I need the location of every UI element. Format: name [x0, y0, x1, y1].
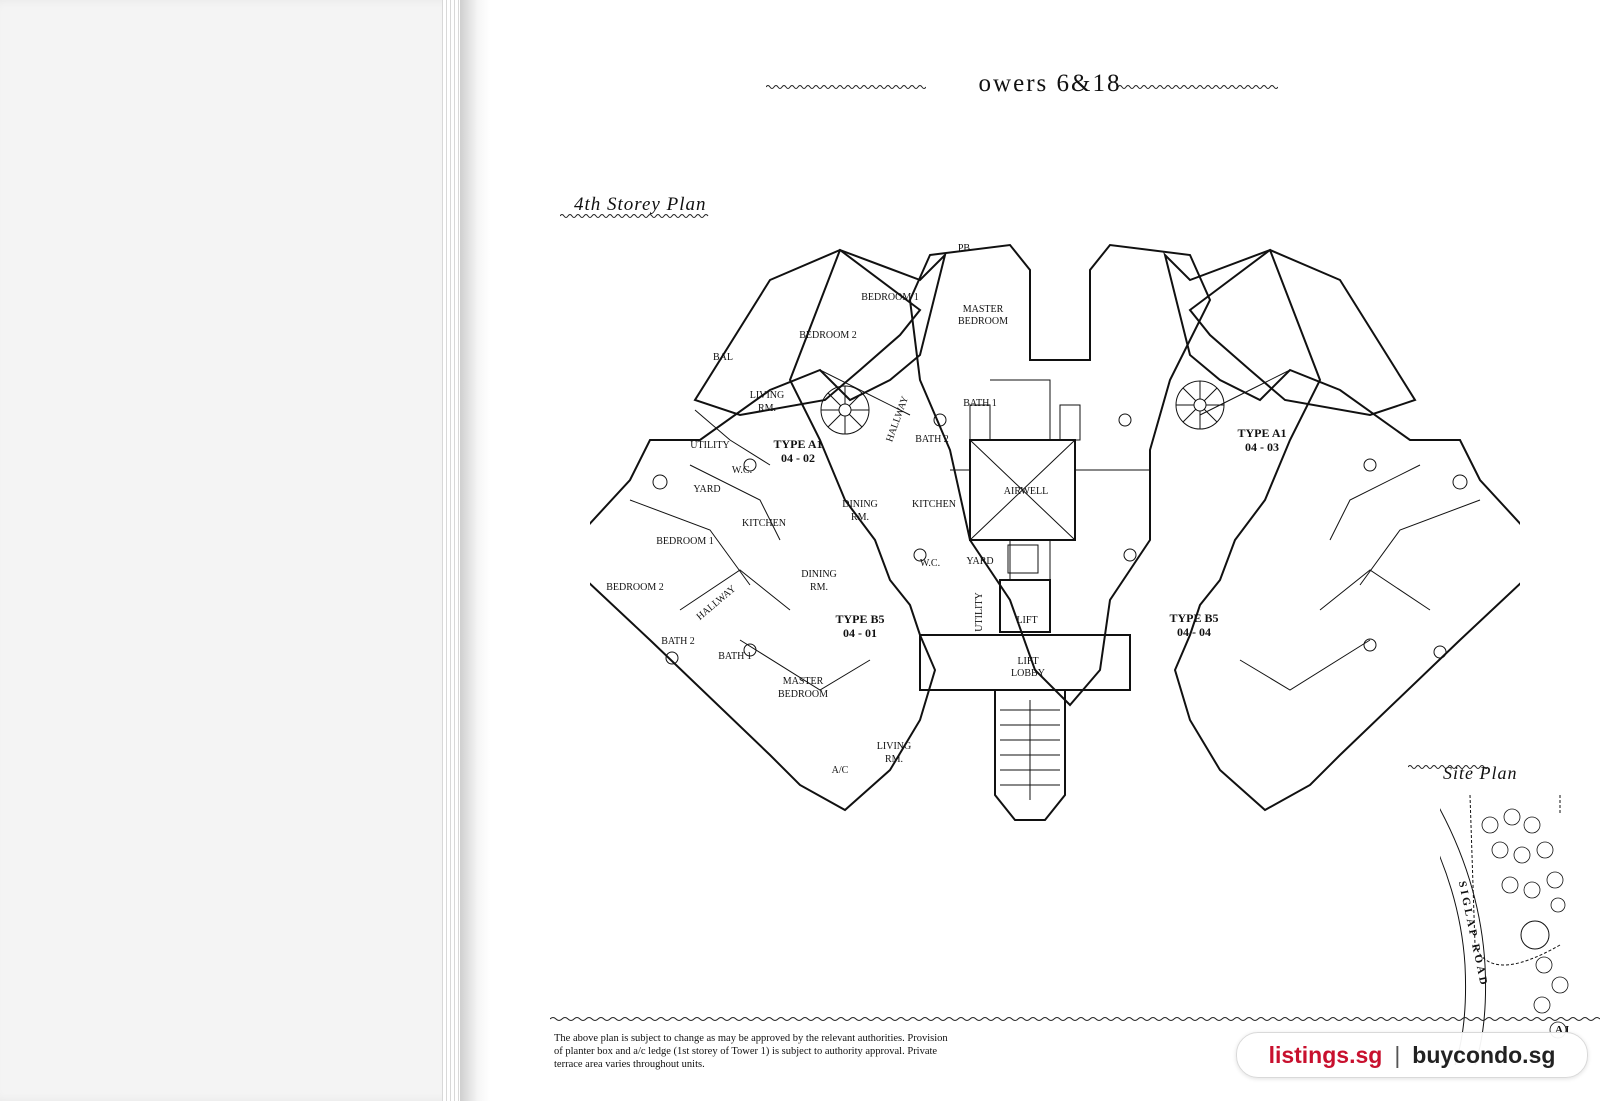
unit-a1-right-wall	[1188, 248, 1417, 417]
watermark-listings-link[interactable]: listings.sg	[1268, 1041, 1383, 1068]
unit-0401-number: 04 - 01	[843, 626, 877, 640]
storey-label-underline	[560, 214, 709, 218]
floor-plan: PB BAL BEDROOM 1 BEDROOM 2 MASTER BEDROO…	[590, 243, 1520, 821]
stair-outline	[994, 690, 1066, 821]
unit-0404-type: TYPE B5	[1169, 611, 1218, 625]
lift-label: LIFT	[1016, 615, 1037, 626]
a1-left-dining-label: DINING	[842, 499, 878, 510]
wing-left-outline	[590, 248, 947, 812]
b5-left-master-bedroom-label: BEDROOM	[778, 689, 828, 700]
bath1-center-label: BATH 1	[963, 398, 997, 409]
unit-a1-left-wall	[693, 248, 922, 417]
b5-left-kitchen-label: KITCHEN	[742, 518, 786, 529]
watermark-badge[interactable]: listings.sg | buycondo.sg	[1236, 1032, 1588, 1078]
airwell-label: AIRWELL	[1004, 486, 1048, 497]
a1-left-hallway-label: HALLWAY	[884, 395, 911, 444]
b5-left-bath1-label: BATH 1	[718, 651, 752, 662]
wing-right-outline	[1163, 248, 1520, 812]
unit-0401-type: TYPE B5	[835, 612, 884, 626]
unit-0402-type: TYPE A1	[773, 437, 822, 451]
lift-box	[999, 579, 1051, 633]
a1-left-wc-label: W.C.	[732, 465, 752, 476]
disclaimer-notes: The above plan is subject to change as m…	[554, 1033, 948, 1070]
b5-left-master-label: MASTER	[783, 676, 824, 687]
b5-left-bedroom1-label: BEDROOM 1	[656, 536, 714, 547]
b5-left-bedroom2-label: BEDROOM 2	[606, 582, 664, 593]
a1-left-living-label: LIVING	[750, 390, 784, 401]
unit-0403-type: TYPE A1	[1237, 426, 1286, 440]
wc-center-label: W.C.	[920, 558, 940, 569]
kitchen-center-label: KITCHEN	[912, 499, 956, 510]
bath2-center-label: BATH 2	[915, 434, 949, 445]
a1-left-bedroom1-label: BEDROOM 1	[861, 292, 919, 303]
center-core-outline	[908, 243, 1212, 707]
page-title: owers 6&18	[978, 70, 1122, 97]
spiral-stair-right	[1175, 380, 1225, 430]
b5-left-living-rm-label: RM.	[885, 754, 903, 765]
storey-plan-label: 4th Storey Plan	[574, 194, 707, 215]
unit-0404-number: 04 - 04	[1177, 625, 1211, 639]
a1-left-rm-label: RM.	[758, 403, 776, 414]
title-rule-left	[766, 85, 926, 89]
master-bedroom-label: BEDROOM	[958, 316, 1008, 327]
b5-left-dining-label: DINING	[801, 569, 837, 580]
b5-left-hallway-label: HALLWAY	[695, 584, 739, 623]
a1-left-utility-label: UTILITY	[690, 440, 729, 451]
watermark-separator: |	[1394, 1041, 1401, 1068]
site-plan-map: SIGLAP ROAD AI	[1440, 795, 1569, 1065]
watermark-buycondo-link[interactable]: buycondo.sg	[1412, 1041, 1556, 1068]
lift-lobby-label: LIFT	[1017, 656, 1038, 667]
b5-left-living-label: LIVING	[877, 741, 911, 752]
title-rule-right	[1118, 85, 1278, 89]
airwell-box	[969, 439, 1076, 541]
ac-label: A/C	[832, 765, 849, 776]
yard-left-label: YARD	[693, 484, 720, 495]
yard-center-label: YARD	[966, 556, 993, 567]
lobby-label: LOBBY	[1011, 668, 1045, 679]
site-label-underline	[1408, 765, 1488, 769]
utility-center-label: UTILITY	[974, 592, 985, 631]
b5-left-bath2-label: BATH 2	[661, 636, 695, 647]
unit-0402-number: 04 - 02	[781, 451, 815, 465]
pb-label: PB	[958, 243, 971, 254]
page-fold	[460, 0, 490, 1101]
unit-0403-number: 04 - 03	[1245, 440, 1279, 454]
a1-left-bedroom2-label: BEDROOM 2	[799, 330, 857, 341]
left-blank-page	[0, 0, 460, 1101]
master-label: MASTER	[963, 304, 1004, 315]
bottom-rule	[550, 1017, 1600, 1021]
b5-left-dining-rm-label: RM.	[810, 582, 828, 593]
lobby-box	[919, 634, 1131, 691]
bal-label: BAL	[713, 352, 733, 363]
spiral-stair-left	[820, 385, 870, 435]
a1-left-dining-rm-label: RM.	[851, 512, 869, 523]
